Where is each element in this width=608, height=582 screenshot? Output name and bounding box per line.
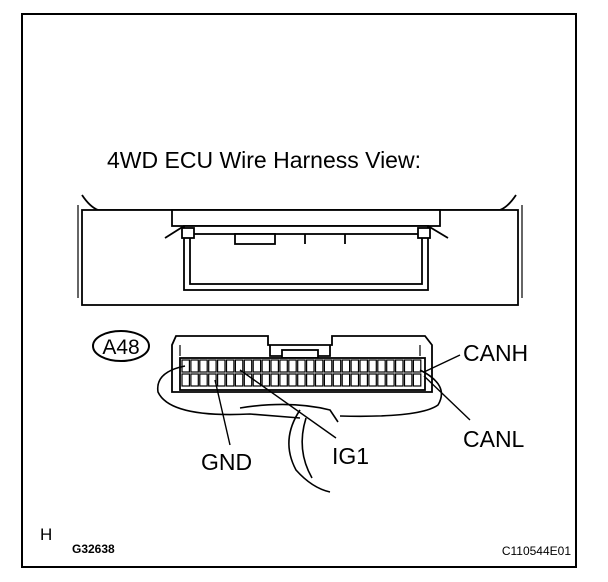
pin-cavity <box>208 359 217 373</box>
pin-label-ig1: IG1 <box>332 443 369 469</box>
pin-cavity <box>270 373 280 387</box>
pin-cavity <box>412 359 422 373</box>
pin-cavity <box>199 373 208 387</box>
footer-right-code: C110544E01 <box>502 544 571 558</box>
pin-cavity <box>359 373 369 387</box>
pin-cavity <box>403 359 413 373</box>
pin-cavity <box>297 373 306 387</box>
pin-cavity <box>279 359 288 373</box>
pin-cavity <box>323 373 333 387</box>
pin-cavity <box>252 359 262 373</box>
pin-cavity <box>395 373 404 387</box>
pin-cavity <box>199 359 208 373</box>
pin-cavity <box>395 359 404 373</box>
pin-cavity <box>341 359 351 373</box>
pin-cavity <box>368 373 377 387</box>
pin-cavity <box>314 359 324 373</box>
connector-id-label: A48 <box>102 336 139 359</box>
pin-cavity <box>341 373 351 387</box>
pin-cavity <box>377 373 386 387</box>
pin-cavity <box>323 359 333 373</box>
pin-label-canh: CANH <box>463 340 528 366</box>
leader-lines <box>214 354 471 446</box>
pin-cavity <box>314 373 324 387</box>
pin-cavity <box>332 373 342 387</box>
pin-cavity <box>359 359 369 373</box>
ecu-body <box>77 194 523 306</box>
pin-cavity <box>279 373 288 387</box>
pin-cavity <box>190 359 199 373</box>
pin-cavity <box>412 373 422 387</box>
pin-cavity <box>261 359 271 373</box>
pin-label-gnd: GND <box>201 449 252 475</box>
pin-label-canl: CANL <box>463 426 525 452</box>
pin-cavity <box>270 359 280 373</box>
pin-cavity <box>306 373 315 387</box>
pin-cavity <box>386 373 395 387</box>
pin-cavity <box>350 373 360 387</box>
connector-pin-grid <box>181 359 422 387</box>
pin-cavity <box>377 359 386 373</box>
pin-cavity <box>181 373 191 387</box>
wire-harness <box>156 365 443 493</box>
pin-cavity <box>234 359 244 373</box>
pin-cavity <box>261 373 271 387</box>
pin-cavity <box>350 359 360 373</box>
pin-cavity <box>225 359 235 373</box>
harness-connector <box>171 335 433 393</box>
pin-cavity <box>217 359 226 373</box>
footer-left-code: G32638 <box>72 542 115 556</box>
pin-cavity <box>297 359 306 373</box>
pin-cavity <box>234 373 244 387</box>
connector-id-oval <box>92 330 150 362</box>
footer-letter: H <box>40 525 52 544</box>
pin-cavity <box>288 359 297 373</box>
pin-cavity <box>332 359 342 373</box>
pin-cavity <box>190 373 199 387</box>
pin-cavity <box>225 373 235 387</box>
pin-cavity <box>243 373 253 387</box>
pin-cavity <box>386 359 395 373</box>
pin-cavity <box>403 373 413 387</box>
pin-cavity <box>306 359 315 373</box>
diagram-title: 4WD ECU Wire Harness View: <box>107 147 421 173</box>
pin-cavity <box>288 373 297 387</box>
pin-cavity <box>243 359 253 373</box>
pin-cavity <box>208 373 217 387</box>
pin-cavity <box>217 373 226 387</box>
pin-cavity <box>368 359 377 373</box>
